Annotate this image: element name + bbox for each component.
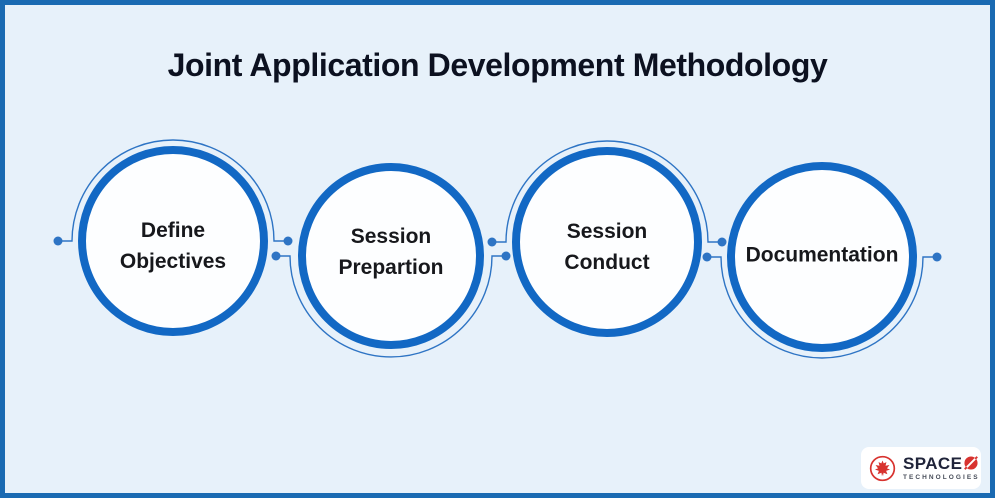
logo-brand-name: SPACE xyxy=(903,453,963,473)
connector-arc-under-step4 xyxy=(707,256,937,359)
node-label-define-objectives: Define Objectives xyxy=(120,215,226,277)
connector-dot xyxy=(717,237,727,247)
logo-text: SPACE TECHNOLOGIES xyxy=(903,455,980,482)
page-title: Joint Application Development Methodolog… xyxy=(167,47,828,83)
node-label-line: Define xyxy=(140,219,206,242)
connector-dot xyxy=(283,236,293,246)
connector-arc-over-step1 xyxy=(58,139,288,242)
connector-dot xyxy=(487,237,497,247)
node-label-documentation: Documentation xyxy=(746,240,899,271)
connector-arc-over-step3 xyxy=(492,140,722,243)
node-label-session-prepartion: Session Prepartion xyxy=(338,221,443,283)
slashed-o-icon xyxy=(964,456,979,470)
node-label-line: Prepartion xyxy=(338,256,444,279)
node-label-session-conduct: Session Conduct xyxy=(564,216,649,278)
logo-name-row: SPACE xyxy=(903,455,980,472)
node-circle-session-prepartion xyxy=(298,163,484,349)
connector-dot xyxy=(271,251,281,261)
connector-dot xyxy=(501,251,511,261)
spaceo-logo: SPACE TECHNOLOGIES xyxy=(861,447,981,489)
node-label-line: Objectives xyxy=(119,250,227,273)
node-circle-session-conduct xyxy=(512,147,702,337)
connector-dot xyxy=(702,252,712,262)
connector-links xyxy=(53,139,942,359)
connector-dot xyxy=(53,236,63,246)
node-circle-documentation xyxy=(727,162,917,352)
logo-subtitle: TECHNOLOGIES xyxy=(903,473,980,481)
node-label-line: Session xyxy=(566,220,648,243)
maple-leaf-icon xyxy=(869,455,896,481)
connector-dot xyxy=(932,252,942,262)
node-label-line: Session xyxy=(350,225,432,248)
connector-arc-under-step2 xyxy=(276,255,506,358)
node-circle-define-objectives xyxy=(78,146,268,336)
node-label-line: Conduct xyxy=(564,251,650,274)
node-label-line: Documentation xyxy=(745,243,899,267)
